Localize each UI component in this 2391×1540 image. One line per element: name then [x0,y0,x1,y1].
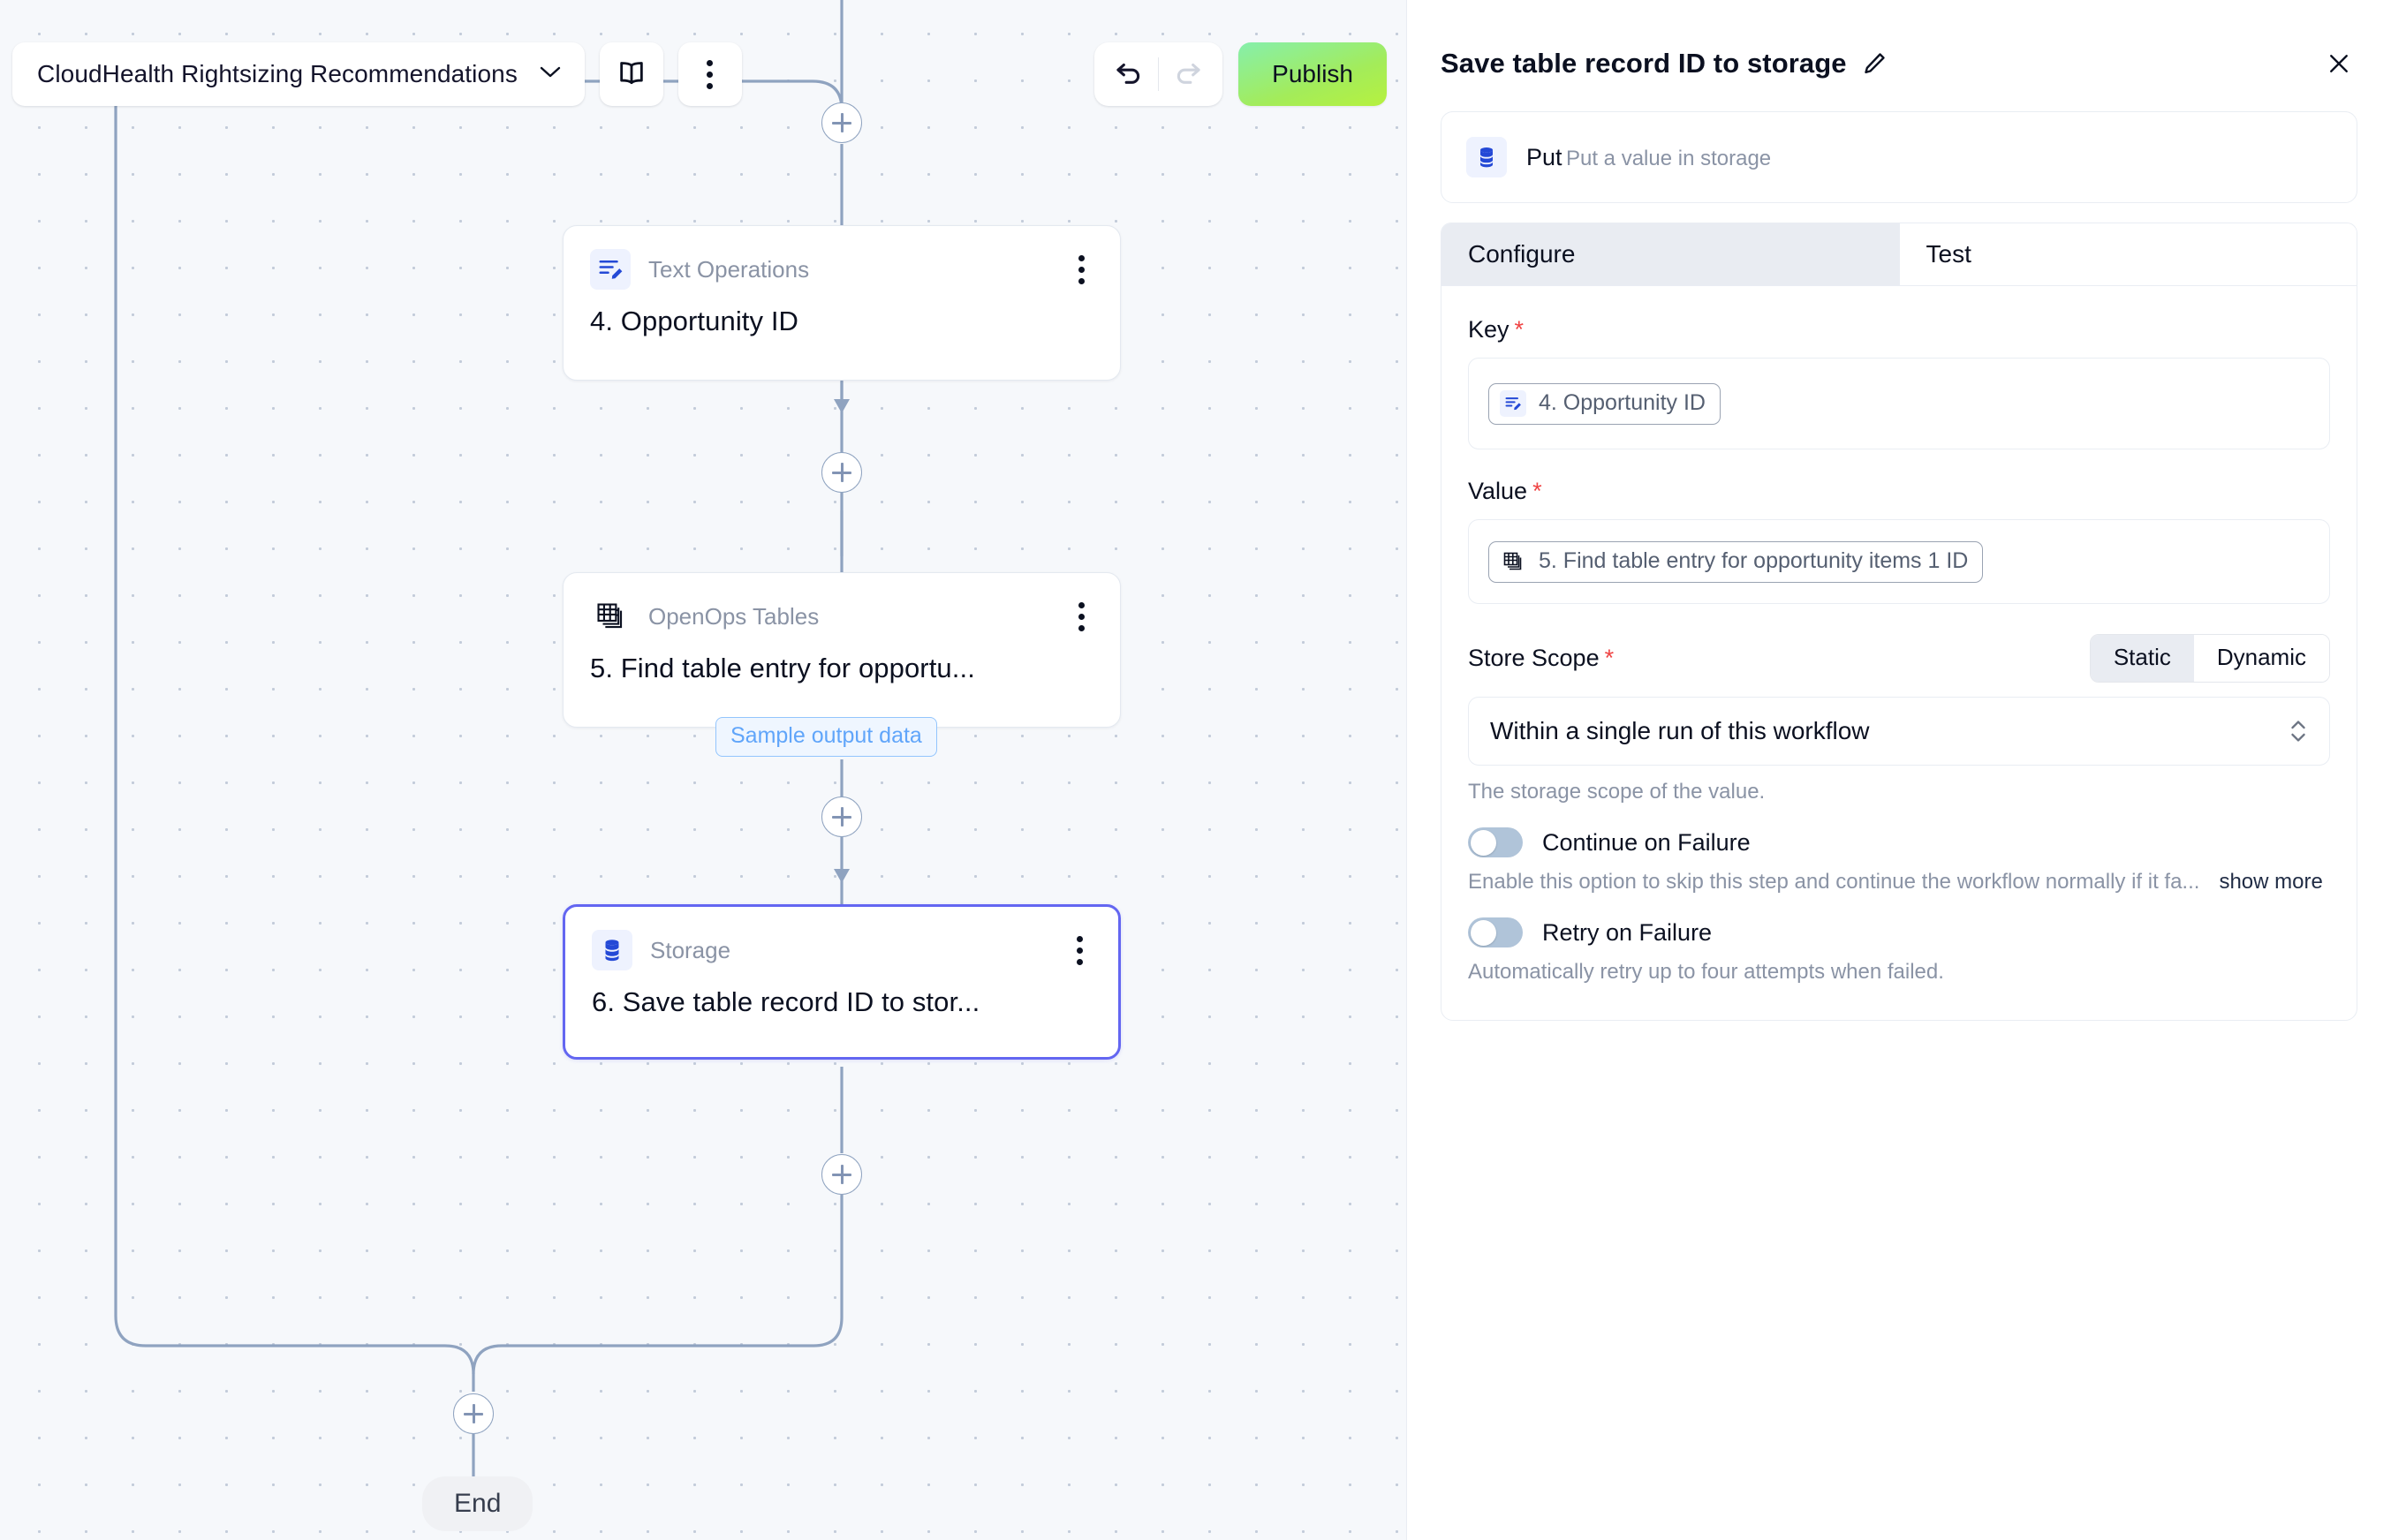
sample-output-data-badge[interactable]: Sample output data [715,717,937,757]
flow-node-title: 4. Opportunity ID [590,306,799,336]
required-asterisk: * [1514,316,1525,343]
step-settings-panel: Save table record ID to storage [1406,0,2391,1540]
flow-end-node: End [422,1476,533,1531]
retry-on-failure-toggle[interactable] [1468,917,1523,947]
store-scope-row: Store Scope * Static Dynamic [1468,634,2330,683]
workflow-toolbar-left: CloudHealth Rightsizing Recommendations [12,42,742,106]
tables-icon [1500,548,1526,575]
flow-node-openops-tables[interactable]: OpenOps Tables 5. Find table entry for o… [563,572,1121,728]
workflow-more-menu-button[interactable] [677,42,742,106]
undo-button[interactable] [1101,47,1156,102]
configure-form: Key * 4. Opportunity ID Value * [1441,285,2357,1021]
redo-icon [1173,57,1203,92]
undo-icon [1114,57,1144,92]
flow-node-header: Storage [592,930,1092,970]
continue-on-failure-label: Continue on Failure [1542,828,1751,856]
retry-on-failure-label: Retry on Failure [1542,918,1713,946]
flow-node-menu-button[interactable] [1070,599,1093,635]
panel-header: Save table record ID to storage [1441,39,2357,88]
close-icon[interactable] [2320,45,2357,82]
value-field-label: Value * [1468,478,2330,505]
text-operations-icon [590,249,631,290]
value-chip[interactable]: 5. Find table entry for opportunity item… [1488,540,1984,583]
store-scope-hint: The storage scope of the value. [1468,780,1766,804]
kebab-menu-icon [707,59,714,89]
flow-canvas[interactable]: CloudHealth Rightsizing Recommendations [0,0,1406,1540]
key-chip-text: 4. Opportunity ID [1539,390,1706,415]
flow-node-text-operations[interactable]: Text Operations 4. Opportunity ID [563,225,1121,381]
piece-name: Put [1526,143,1562,170]
static-dynamic-toggle: Static Dynamic [2089,634,2330,683]
flow-node-menu-button[interactable] [1070,252,1093,288]
redo-button[interactable] [1161,47,1215,102]
flow-node-storage[interactable]: Storage 6. Save table record ID to stor.… [563,904,1121,1060]
store-scope-select[interactable]: Within a single run of this workflow [1468,697,2330,766]
piece-description: Put a value in storage [1565,146,1772,170]
docs-button[interactable] [599,42,663,106]
continue-on-failure-row: Continue on Failure [1468,827,2330,857]
store-scope-selected-value: Within a single run of this workflow [1490,717,1870,744]
kebab-menu-icon [1078,601,1085,631]
flow-node-header: OpenOps Tables [590,596,1093,637]
tables-icon [590,596,631,637]
kebab-menu-icon [1078,254,1085,284]
chevron-down-icon [539,65,562,84]
flow-node-type-label: OpenOps Tables [648,602,820,630]
toggle-knob [1471,919,1496,946]
tab-test[interactable]: Test [1898,223,2357,285]
key-input[interactable]: 4. Opportunity ID [1468,358,2330,449]
tab-configure[interactable]: Configure [1441,223,1899,285]
database-icon [592,930,632,970]
piece-action-card: Put Put a value in storage [1441,111,2357,203]
chevron-up-down-icon [2289,716,2308,746]
add-step-button-after-node-5[interactable] [821,796,862,837]
add-step-button-after-node-4[interactable] [821,452,862,493]
continue-on-failure-description-row: Enable this option to skip this step and… [1468,870,2330,895]
pencil-icon[interactable] [1861,50,1888,77]
retry-on-failure-description-row: Automatically retry up to four attempts … [1468,960,2330,985]
text-operations-icon [1500,389,1526,417]
required-asterisk: * [1532,478,1542,504]
kebab-menu-icon [1077,935,1083,965]
flow-node-title: 5. Find table entry for opportu... [590,653,975,683]
store-scope-label: Store Scope * [1468,645,1614,672]
retry-on-failure-description: Automatically retry up to four attempts … [1468,960,1944,984]
workflow-name-selector[interactable]: CloudHealth Rightsizing Recommendations [12,42,585,106]
toolbar-divider [1157,57,1160,91]
store-scope-label-text: Store Scope [1468,645,1600,671]
workflow-name-label: CloudHealth Rightsizing Recommendations [37,60,518,87]
flow-node-type-label: Text Operations [648,255,810,283]
show-more-link[interactable]: show more [2219,870,2323,894]
continue-on-failure-description: Enable this option to skip this step and… [1468,870,2200,894]
database-icon [1466,137,1507,177]
add-step-button-after-node-6[interactable] [821,1154,862,1195]
panel-tabs: Configure Test [1441,223,2357,285]
add-step-button-before-end[interactable] [453,1393,494,1434]
value-chip-text: 5. Find table entry for opportunity item… [1539,548,1969,573]
book-icon [617,57,647,92]
value-label-text: Value [1468,478,1528,504]
toggle-knob [1471,829,1496,856]
flow-node-header: Text Operations [590,249,1093,290]
segment-static[interactable]: Static [2090,635,2194,682]
publish-button[interactable]: Publish [1238,42,1387,106]
continue-on-failure-toggle[interactable] [1468,827,1523,857]
undo-redo-group [1093,42,1223,106]
workflow-toolbar-right: Publish [1093,42,1387,106]
add-step-button-top[interactable] [821,102,862,143]
flow-node-type-label: Storage [650,936,731,963]
key-field-label: Key * [1468,316,2330,343]
key-value-chip[interactable]: 4. Opportunity ID [1488,382,1721,425]
retry-on-failure-row: Retry on Failure [1468,917,2330,947]
segment-dynamic[interactable]: Dynamic [2193,635,2329,682]
flow-node-menu-button[interactable] [1068,932,1092,969]
piece-info: Put Put a value in storage [1526,143,1771,172]
key-label-text: Key [1468,316,1510,343]
flow-node-title: 6. Save table record ID to stor... [592,986,980,1017]
value-input[interactable]: 5. Find table entry for opportunity item… [1468,519,2330,604]
required-asterisk: * [1604,645,1615,671]
panel-title: Save table record ID to storage [1441,48,1847,79]
